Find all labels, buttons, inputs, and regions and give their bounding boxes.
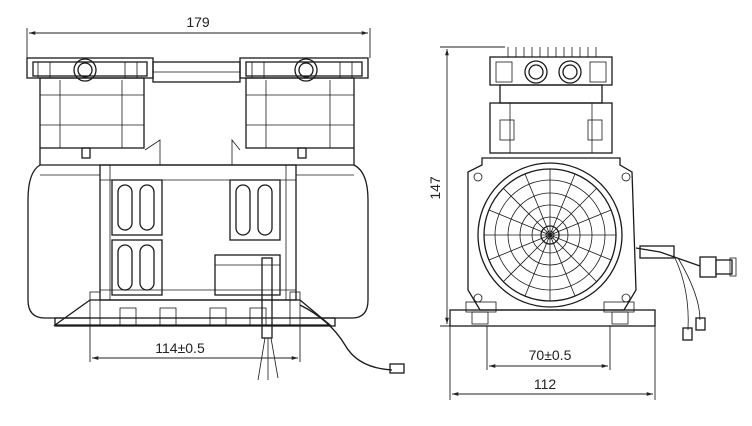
- side-connector: [635, 245, 737, 341]
- motor-frame: [99, 164, 297, 301]
- dimension-label-side-mount-spacing: 70±0.5: [529, 347, 572, 363]
- front-cable: [257, 257, 405, 381]
- fan-guard: [477, 162, 623, 308]
- dimension-label-front-mount-spacing: 114±0.5: [155, 340, 205, 356]
- dimension-label-side-height: 147: [427, 176, 443, 200]
- front-view: 179: [26, 14, 405, 381]
- dimension-front-mount-spacing: 114±0.5: [89, 326, 301, 362]
- crankcase-housing: [27, 138, 369, 319]
- side-view: 147: [427, 46, 737, 400]
- dimension-label-side-width: 112: [534, 376, 557, 392]
- dimension-side-height: 147: [427, 46, 505, 327]
- left-cylinder-head: [26, 57, 154, 159]
- side-cylinder-head: [489, 56, 613, 154]
- top-fins: [507, 47, 597, 57]
- dimension-front-width: 179: [26, 14, 371, 58]
- side-base: [449, 301, 656, 327]
- front-base: [52, 291, 336, 327]
- dimension-side-mount-spacing: 70±0.5: [486, 326, 611, 370]
- dimension-label-front-width: 179: [186, 14, 210, 30]
- dimension-side-width: 112: [449, 326, 656, 400]
- right-cylinder-head: [239, 57, 369, 159]
